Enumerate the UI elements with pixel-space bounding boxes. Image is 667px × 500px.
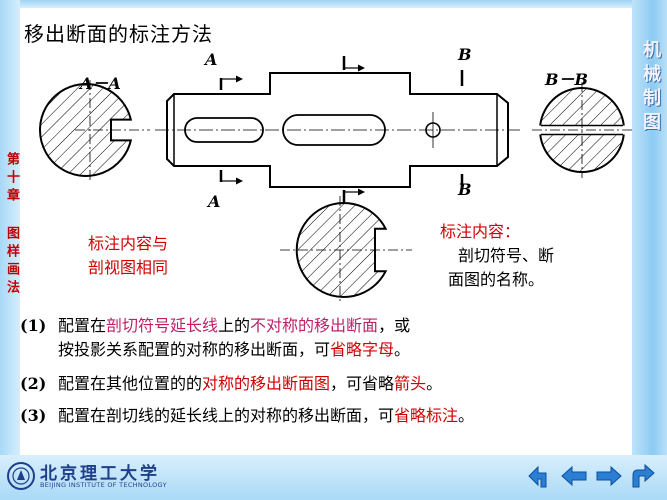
rule-number: (1)	[20, 316, 47, 335]
section-a-caption: A－A	[80, 74, 121, 93]
rule-segment: 配置在其他位置的的	[58, 374, 203, 393]
section-b-caption: B－B	[545, 70, 589, 89]
turn-arrow-icon	[632, 463, 655, 488]
cut-a-top-label: A	[205, 50, 218, 69]
left-note-line2: 剖视图相同	[88, 258, 169, 277]
rule-line: 配置在剖切符号延长线上的不对称的移出断面，或	[58, 314, 628, 338]
left-note: 标注内容与 剖视图相同	[88, 232, 228, 280]
rule-text: 配置在剖切线的延长线上的对称的移出断面，可省略标注。	[58, 404, 628, 428]
return-arrow-icon	[528, 465, 547, 488]
right-note-heading: 标注内容：	[440, 222, 521, 241]
rule-text: 配置在其他位置的的对称的移出断面图，可省略箭头。	[58, 372, 628, 396]
home-button[interactable]	[524, 461, 554, 491]
rule-segment: 配置在剖切线的延长线上的对称的移出断面，可	[58, 406, 395, 425]
rule-text: 配置在剖切符号延长线上的不对称的移出断面，或 按投影关系配置的对称的移出断面，可…	[58, 314, 628, 362]
frame-bottom	[0, 455, 667, 500]
rule-segment: 省略标注	[394, 406, 459, 425]
left-note-line1: 标注内容与	[88, 234, 169, 253]
rule-segment: 。	[426, 374, 443, 393]
rule-number: (2)	[20, 374, 47, 393]
shaft-main-view	[155, 72, 520, 188]
section-middle-keyway	[280, 196, 412, 304]
frame-left	[0, 0, 20, 455]
section-b-b	[532, 82, 632, 178]
logo-chinese: 北京理工大学	[40, 464, 160, 484]
cut-mark-a	[219, 75, 243, 185]
cut-mark-middle	[342, 56, 365, 204]
right-note: 标注内容： 剖切符号、断 面图的名称。	[440, 220, 630, 292]
rule-segment: ，可省略	[330, 374, 395, 393]
prev-button[interactable]	[559, 461, 589, 491]
next-button[interactable]	[594, 461, 624, 491]
rule-segment: 箭头	[394, 374, 427, 393]
university-logo: 北京理工大学 BEIJING INSTITUTE OF TECHNOLOGY	[4, 459, 194, 497]
rule-line: 按投影关系配置的对称的移出断面，可省略字母。	[58, 338, 628, 362]
chapter-vertical-label: 第十章 图样画法	[4, 152, 19, 298]
section-a-a	[38, 80, 150, 180]
cut-a-bottom-label: A	[208, 192, 221, 211]
rule-number: (3)	[20, 406, 47, 425]
frame-right	[632, 0, 667, 500]
left-arrow-icon	[561, 465, 587, 487]
rule-segment: 配置在	[58, 316, 107, 335]
end-button[interactable]	[628, 461, 658, 491]
rule-segment: 剖切符号延长线	[106, 316, 219, 335]
rule-segment: 不对称的移出断面	[250, 316, 379, 335]
rule-segment: 。	[458, 406, 475, 425]
slide-title: 移出断面的标注方法	[24, 22, 213, 46]
seal-icon	[7, 462, 35, 490]
right-arrow-icon	[596, 465, 622, 487]
logo-english: BEIJING INSTITUTE OF TECHNOLOGY	[40, 481, 167, 489]
course-vertical-label: 机械制图	[640, 40, 661, 136]
rule-segment: 按投影关系配置的对称的移出断面，可	[58, 340, 331, 359]
rule-segment: 上的	[218, 316, 251, 335]
rule-segment: 对称的移出断面图	[202, 374, 331, 393]
right-note-line1: 剖切符号、断	[458, 246, 555, 265]
frame-top	[0, 0, 667, 8]
right-note-line2: 面图的名称。	[448, 270, 545, 289]
cut-b-top-label: B	[458, 45, 472, 64]
rule-segment: ，或	[378, 316, 411, 335]
rule-segment: 省略字母	[330, 340, 395, 359]
rule-segment: 。	[394, 340, 411, 359]
cut-b-bottom-label: B	[458, 180, 472, 199]
